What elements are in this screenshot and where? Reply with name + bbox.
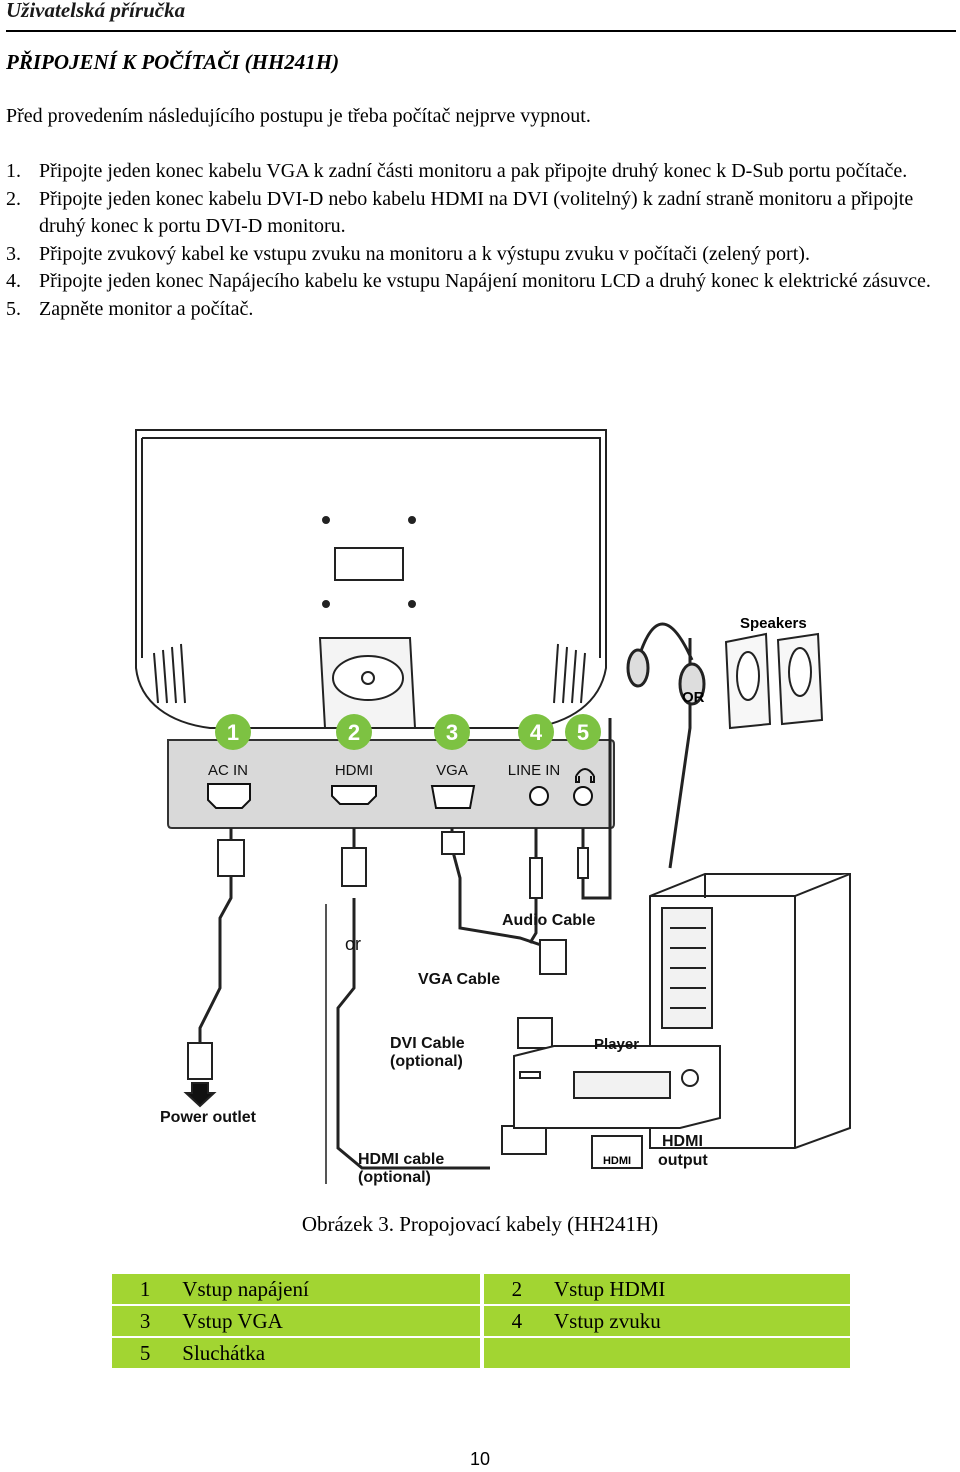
speakers-label: Speakers [740, 615, 807, 632]
step-item: 5. Zapněte monitor a počítač. [6, 296, 946, 324]
step-number: 3. [6, 242, 21, 265]
step-text: Připojte jeden konec kabelu VGA k zadní … [39, 160, 908, 182]
hdmi-port [331, 785, 377, 805]
legend-number [483, 1338, 550, 1368]
step-text: Připojte jeden konec kabelu DVI-D nebo k… [39, 187, 914, 238]
legend-number: 1 [112, 1274, 179, 1304]
legend-label: Sluchátka [178, 1338, 480, 1368]
hdmi-plug [341, 847, 367, 887]
badge-4-label: 4 [530, 720, 543, 745]
header-rule [6, 30, 956, 32]
legend-label: Vstup zvuku [549, 1306, 850, 1336]
audio-cable-label: Audio Cable [502, 912, 595, 929]
badge-1-label: 1 [227, 720, 239, 745]
badge-5 [565, 714, 601, 750]
header-title: Uživatelská příručka [6, 0, 186, 22]
port-label-line-in: LINE IN [508, 762, 561, 779]
hdmi-output-sub: output [658, 1152, 708, 1169]
badge-2-label: 2 [348, 720, 360, 745]
port-label-vga: VGA [436, 762, 468, 779]
step-number: 4. [6, 270, 21, 292]
player-label: Player [594, 1036, 639, 1053]
hdmi-cable-plug [501, 1125, 547, 1155]
connection-diagram: 1 2 3 4 5 AC IN HDMI VGA LINE IN [135, 429, 851, 1186]
headphone-port [573, 786, 593, 806]
table-row: 3 Vstup VGA 4 Vstup zvuku [112, 1306, 850, 1336]
step-text: Zapněte monitor a počítač. [39, 297, 254, 320]
headphone-icon [575, 768, 595, 783]
ac-in-port [207, 783, 251, 809]
power-outlet-label: Power outlet [160, 1109, 257, 1126]
step-text: Připojte jeden konec Napájecího kabelu k… [39, 270, 931, 292]
step-number: 5. [6, 297, 21, 320]
step-text: Připojte zvukový kabel ke vstupu zvuku n… [39, 242, 810, 265]
badge-3-label: 3 [446, 720, 458, 745]
section-title: PŘIPOJENÍ K POČÍTAČI (HH241H) [6, 50, 340, 74]
audio-plug [529, 857, 543, 899]
step-number: 1. [6, 160, 21, 182]
player-device [513, 1045, 721, 1129]
line-in-port [529, 786, 549, 806]
step-number: 2. [6, 187, 21, 210]
legend-label: Vstup HDMI [549, 1274, 850, 1304]
table-row: 1 Vstup napájení 2 Vstup HDMI [112, 1274, 850, 1304]
legend-number: 5 [112, 1338, 179, 1368]
ports [207, 783, 593, 809]
legend-label: Vstup VGA [178, 1306, 480, 1336]
monitor-back [135, 429, 607, 729]
speakers [724, 632, 824, 730]
step-item: 2. Připojte jeden konec kabelu DVI-D neb… [6, 186, 946, 241]
step-item: 1. Připojte jeden konec kabelu VGA k zad… [6, 158, 946, 186]
headphone-plug [577, 847, 589, 879]
intro-text: Před provedením následujícího postupu je… [6, 105, 591, 127]
power-arrow [183, 1082, 217, 1108]
step-item: 4. Připojte jeden konec Napájecího kabel… [6, 268, 946, 296]
vga-port [430, 785, 476, 809]
badge-4 [518, 714, 554, 750]
dvi-plug [517, 1017, 553, 1049]
figure-caption: Obrázek 3. Propojovací kabely (HH241H) [301, 1212, 659, 1236]
legend-gap [479, 1338, 484, 1368]
headphones [626, 622, 706, 706]
legend-label: Vstup napájení [178, 1274, 480, 1304]
vga-cable-label: VGA Cable [418, 971, 500, 988]
legend-number: 3 [112, 1306, 179, 1336]
dvi-cable-optional: (optional) [390, 1053, 463, 1070]
power-plug-top [217, 839, 245, 877]
badge-2 [336, 714, 372, 750]
vga-cable-plug [539, 939, 567, 975]
hdmi-cable-optional: (optional) [358, 1169, 431, 1186]
legend-gap [479, 1306, 484, 1336]
hdmi-output-label: HDMI [662, 1133, 703, 1150]
steps-list: 1. Připojte jeden konec kabelu VGA k zad… [6, 158, 946, 323]
player-hdmi-port [591, 1135, 643, 1169]
or-lower-label: or [345, 934, 361, 954]
table-row: 5 Sluchátka [112, 1338, 850, 1368]
page-number: 10 [469, 1449, 491, 1469]
port-label-hdmi: HDMI [335, 762, 373, 779]
step-item: 3. Připojte zvukový kabel ke vstupu zvuk… [6, 241, 946, 269]
legend-number: 4 [483, 1306, 550, 1336]
badge-3 [434, 714, 470, 750]
badge-5-label: 5 [577, 720, 589, 745]
or-upper-label: OR [682, 689, 705, 706]
vga-plug [441, 831, 465, 855]
power-plug-bottom [187, 1042, 213, 1080]
port-legend-table: 1 Vstup napájení 2 Vstup HDMI 3 Vstup VG… [112, 1272, 850, 1370]
legend-number: 2 [483, 1274, 550, 1304]
dvi-cable-label: DVI Cable [390, 1035, 465, 1052]
port-panel [167, 739, 615, 829]
player-hdmi-label: HDMI [603, 1155, 631, 1167]
badge-1 [215, 714, 251, 750]
legend-label [549, 1338, 850, 1368]
port-label-ac-in: AC IN [208, 762, 248, 779]
hdmi-cable-label: HDMI cable [358, 1151, 444, 1168]
legend-gap [479, 1274, 484, 1304]
port-badges: 1 2 3 4 5 [215, 714, 601, 750]
